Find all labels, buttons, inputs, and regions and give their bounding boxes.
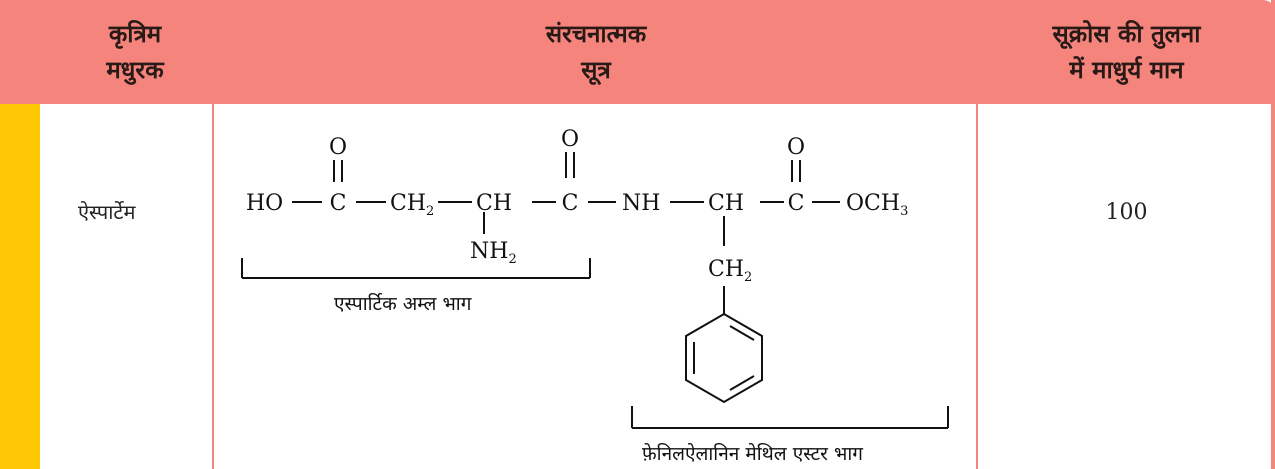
benzyl-ch2: CH2 xyxy=(708,257,752,285)
carbon-atom: C xyxy=(788,191,805,216)
column-divider xyxy=(212,104,214,469)
carbon-atom: C xyxy=(562,191,579,216)
oxygen-atom: O xyxy=(329,135,347,160)
header-sweetness-value: सूक्रोस की तुलना में माधुर्य मान xyxy=(978,0,1275,104)
alpha-carbon: CH xyxy=(476,191,512,216)
sweetness-value: 100 xyxy=(1105,200,1148,225)
oxygen-atom: O xyxy=(787,135,805,160)
header-text: मधुरक xyxy=(106,56,164,84)
methylene-group: CH2 xyxy=(390,191,434,219)
header-structural-formula: संरचनात्मक सूत्र xyxy=(214,0,978,104)
methoxy-group: OCH3 xyxy=(846,191,908,219)
row-accent-bar xyxy=(0,104,40,469)
aspartame-structure: O O O HO C CH2 CH C NH CH C OCH3 NH2 CH2… xyxy=(241,127,949,465)
table-right-border xyxy=(1271,0,1275,469)
header-text: सूत्र xyxy=(581,56,611,84)
column-divider xyxy=(976,104,978,469)
amino-group: NH2 xyxy=(470,239,517,267)
header-text: सूक्रोस की तुलना xyxy=(1052,20,1201,48)
table-row xyxy=(40,104,1275,469)
header-artificial-sweetener: कृत्रिम मधुरक xyxy=(0,0,270,104)
hydroxyl-group: HO xyxy=(246,191,283,216)
sweetener-name: ऐस्पार्टेम xyxy=(78,200,136,224)
carbon-atom: C xyxy=(330,191,347,216)
table-header-row: कृत्रिम मधुरक संरचनात्मक सूत्र सूक्रोस क… xyxy=(0,0,1275,104)
amide-nh: NH xyxy=(622,191,660,216)
header-text: कृत्रिम xyxy=(108,20,162,48)
header-text: संरचनात्मक xyxy=(545,20,647,48)
phenylalanine-ester-label: फ़ेनिलऐलानिन मेथिल एस्टर भाग xyxy=(642,442,863,465)
alpha-carbon: CH xyxy=(708,191,744,216)
header-text: में माधुर्य मान xyxy=(1069,56,1184,84)
aspartic-acid-label: एस्पार्टिक अम्ल भाग xyxy=(334,292,472,315)
oxygen-atom: O xyxy=(561,127,579,152)
